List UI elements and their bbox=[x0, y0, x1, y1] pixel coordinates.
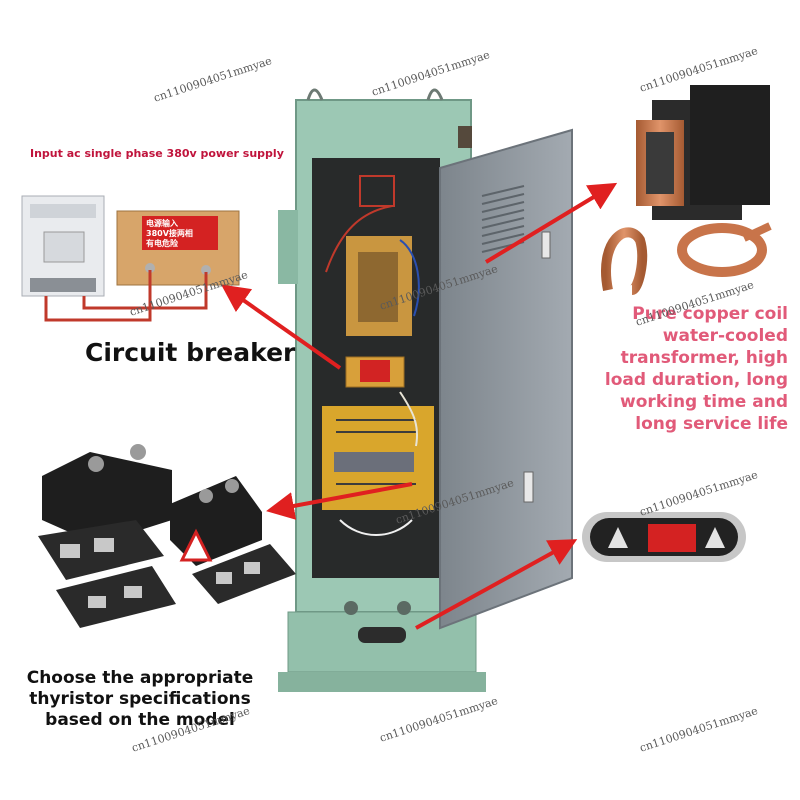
cabinet-door bbox=[439, 128, 573, 630]
arrow-badge bbox=[415, 539, 578, 630]
circuit-breaker-group bbox=[21, 195, 240, 322]
panel-text-line: 电源输入 bbox=[146, 219, 178, 228]
thyristor-label: Choose the appropriate thyristor specifi… bbox=[14, 668, 266, 731]
copper-coil-line: long service life bbox=[635, 414, 788, 434]
thyristor-line: thyristor specifications bbox=[29, 689, 251, 709]
copper-coil-line: transformer, high bbox=[620, 348, 788, 368]
copper-coil-line: water-cooled bbox=[662, 326, 788, 346]
arrow-circuit-breaker bbox=[221, 284, 342, 370]
input-supply-label: Input ac single phase 380v power supply bbox=[30, 147, 284, 160]
copper-coil-line: Pure copper coil bbox=[632, 304, 788, 324]
panel-text-line: 380V接两相 bbox=[146, 229, 193, 238]
copper-coil-label: Pure copper coil water-cooled transforme… bbox=[558, 303, 788, 435]
thyristor-modules bbox=[38, 444, 296, 628]
thyristor-line: Choose the appropriate bbox=[26, 668, 254, 688]
panel-text-line: 有电危险 bbox=[146, 239, 178, 248]
arrow-transformer bbox=[484, 182, 618, 264]
arrow-thyristor bbox=[266, 482, 413, 520]
thyristor-line: based on the model bbox=[45, 710, 235, 730]
copper-coil-line: load duration, long bbox=[604, 370, 788, 390]
circuit-breaker-label: Circuit breaker bbox=[85, 338, 296, 367]
pointer-arrows bbox=[221, 182, 618, 630]
copper-coil-line: working time and bbox=[620, 392, 788, 412]
transformer-product bbox=[601, 85, 772, 295]
logo-badge bbox=[582, 512, 746, 562]
